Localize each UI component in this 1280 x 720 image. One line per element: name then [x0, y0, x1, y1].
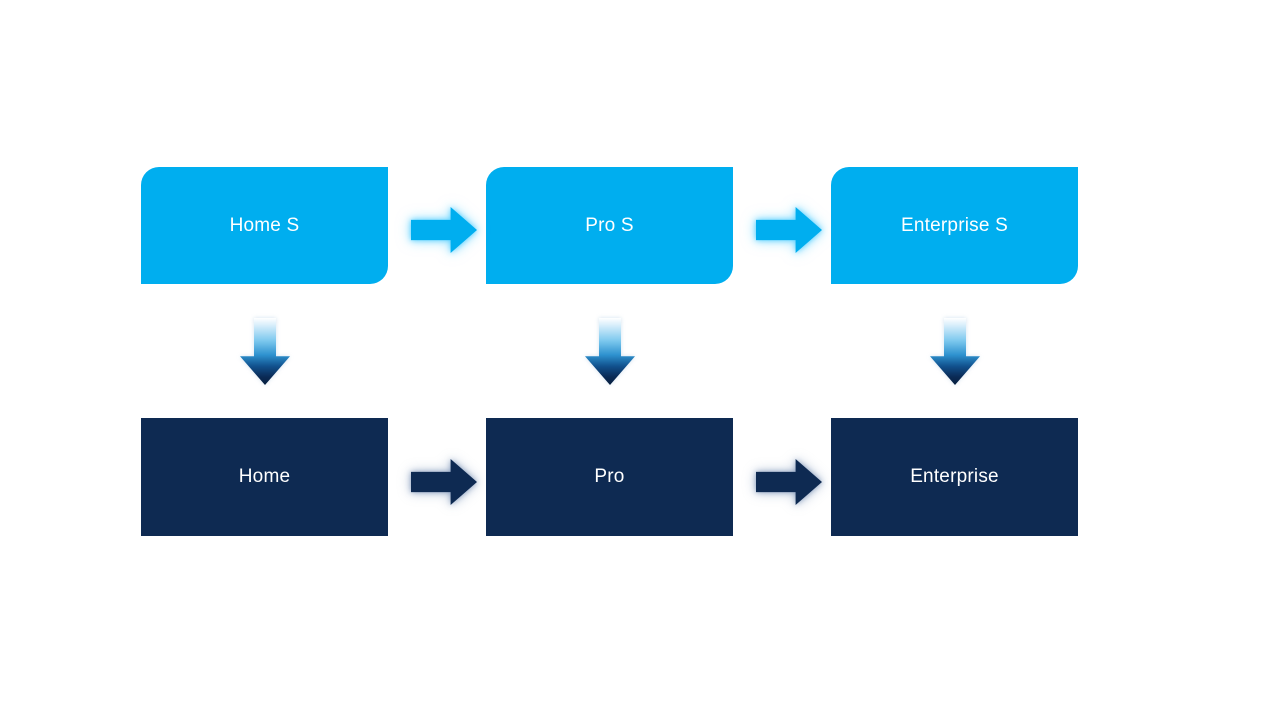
- node-enterprise-s[interactable]: Enterprise S: [831, 167, 1078, 284]
- arrow-down-shape: [240, 318, 290, 385]
- node-home-label: Home: [238, 466, 291, 487]
- node-pro-s-label: Pro S: [585, 214, 634, 236]
- arrow-down-icon[interactable]: [585, 318, 635, 385]
- arrow-right-shape: [411, 459, 477, 505]
- node-enterprise-label: Enterprise: [910, 466, 999, 487]
- node-home-s[interactable]: Home S: [141, 167, 388, 284]
- arrow-right-icon[interactable]: [756, 207, 822, 253]
- node-pro-s[interactable]: Pro S: [486, 167, 733, 284]
- node-home-s-label: Home S: [229, 214, 300, 236]
- arrow-right-icon[interactable]: [411, 207, 477, 253]
- node-enterprise-s-label: Enterprise S: [901, 214, 1008, 236]
- arrow-right-shape: [756, 459, 822, 505]
- arrow-right-shape: [756, 207, 822, 253]
- arrow-down-shape: [930, 318, 980, 385]
- arrow-down-icon[interactable]: [930, 318, 980, 385]
- arrow-right-icon[interactable]: [411, 459, 477, 505]
- node-home[interactable]: Home: [141, 418, 388, 536]
- arrow-down-icon[interactable]: [240, 318, 290, 385]
- node-enterprise[interactable]: Enterprise: [831, 418, 1078, 536]
- node-pro-label: Pro: [594, 466, 625, 487]
- arrow-down-shape: [585, 318, 635, 385]
- arrow-right-icon[interactable]: [756, 459, 822, 505]
- arrow-right-shape: [411, 207, 477, 253]
- node-pro[interactable]: Pro: [486, 418, 733, 536]
